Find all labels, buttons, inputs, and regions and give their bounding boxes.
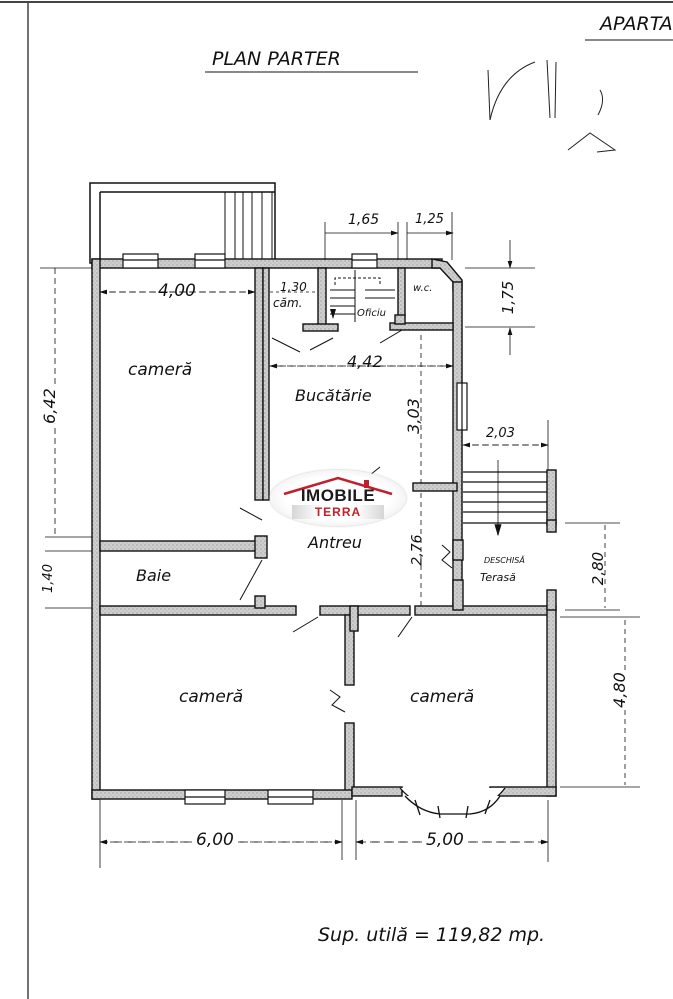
brand-main: IMOBILE — [300, 486, 376, 505]
room-label-terasa-line1: DESCHISĂ — [484, 556, 525, 565]
terrace-stairs — [463, 460, 547, 537]
bay-window — [399, 787, 506, 819]
dim-bath-depth: 1,40 — [40, 564, 56, 593]
room-label-camara: căm. — [273, 296, 303, 310]
room-label-antreu: Antreu — [308, 533, 362, 552]
dim-bottom-right-width: 5,00 — [422, 832, 468, 849]
roof-icon — [283, 476, 393, 496]
walls — [91, 258, 557, 800]
room-label-camera-bottom-left: cameră — [179, 687, 244, 707]
room-label-oficiu: Oficiu — [357, 308, 386, 319]
dim-kitchen-depth: 3,03 — [403, 398, 423, 434]
area-summary: Sup. utilă = 119,82 mp. — [318, 924, 546, 946]
brand-sub: TERRA — [292, 505, 384, 519]
oficiu-stairs — [330, 270, 395, 322]
room-label-baie: Baie — [136, 566, 172, 585]
windows — [122, 253, 468, 805]
dim-antreu-depth: 2,76 — [409, 534, 426, 566]
room-label-camera-top: cameră — [128, 360, 193, 380]
dim-wc-width: 1,25 — [415, 212, 444, 227]
dim-bottom-left-width: 6,00 — [192, 832, 238, 849]
north-balcony — [89, 182, 276, 264]
dim-bottom-right-depth: 4,80 — [609, 672, 629, 708]
room-label-wc: w.c. — [413, 283, 433, 294]
dim-top-room-width: 4,00 — [158, 281, 196, 301]
room-label-camera-bottom-right: cameră — [410, 687, 475, 707]
dim-oficiu-width: 1,65 — [348, 212, 380, 228]
plan-title: PLAN PARTER — [212, 48, 341, 70]
dim-terrace-width: 2,03 — [486, 426, 515, 441]
dim-left-room-depth: 6,42 — [39, 388, 59, 424]
dim-camara-width: 1,30 — [280, 280, 307, 294]
room-label-terasa-line2: Terasă — [480, 571, 516, 584]
scribble-mark — [487, 59, 617, 153]
imobile-terra-watermark: IMOBILE TERRA — [270, 470, 406, 526]
dimension-lines — [40, 212, 640, 868]
dim-terrace-depth: 2,80 — [589, 551, 608, 586]
dim-wc-depth: 1,75 — [499, 280, 518, 315]
room-label-bucatarie: Bucătărie — [295, 386, 372, 405]
dim-kitchen-width: 4,42 — [347, 352, 383, 371]
corner-title: APARTA — [600, 13, 673, 35]
